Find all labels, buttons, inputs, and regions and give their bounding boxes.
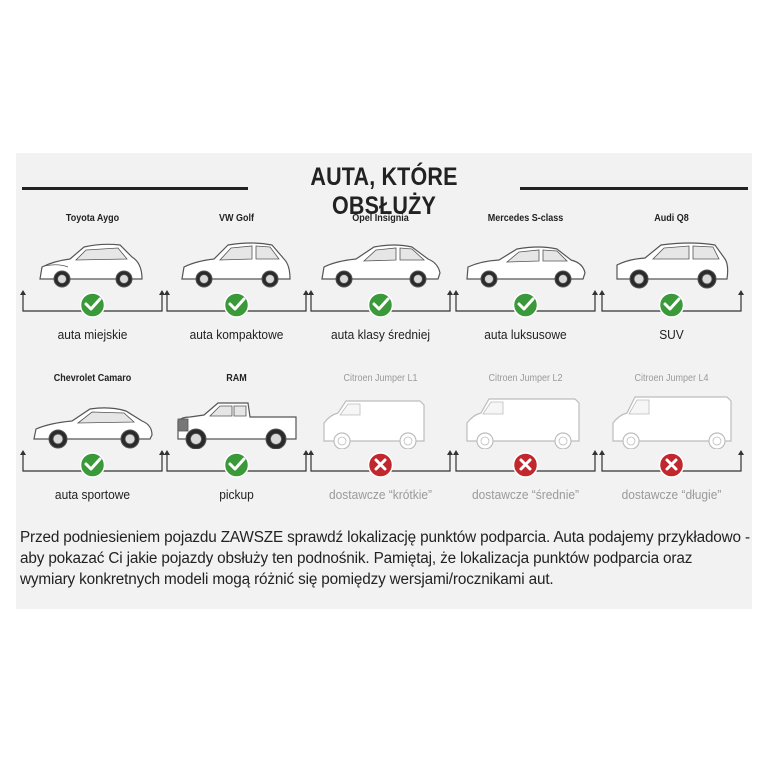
vehicle-illustration-icon (466, 246, 586, 288)
vehicle-name: Toyota Aygo (65, 213, 120, 224)
vehicle-category: auta sportowe (54, 487, 131, 502)
support-indicator (599, 285, 744, 321)
vehicle-image (465, 393, 586, 450)
vehicle-card: Citroen Jumper L1 dostawcze “krótkie” (308, 367, 453, 517)
vehicle-category: pickup (219, 487, 254, 502)
vehicle-illustration-icon (321, 244, 441, 288)
cross-icon (665, 458, 678, 471)
vehicle-name: Opel Insignia (352, 213, 409, 224)
vehicle-illustration-icon (33, 407, 153, 449)
vehicle-card: Audi Q8 SUV (599, 207, 744, 357)
vehicle-image (320, 393, 441, 450)
check-icon (84, 297, 102, 311)
vehicle-card: Citroen Jumper L2 dostawcze “średnie” (453, 367, 598, 517)
vehicle-category: dostawcze “krótkie” (328, 487, 433, 502)
vehicle-card: Citroen Jumper L4 dostawcze “długie” (599, 367, 744, 517)
vehicle-category: dostawcze “średnie” (471, 487, 580, 502)
vehicle-name: Citroen Jumper L1 (343, 373, 418, 384)
cross-icon (519, 458, 532, 471)
check-icon (372, 297, 390, 311)
vehicle-name: VW Golf (218, 213, 254, 224)
vehicle-image (611, 233, 732, 289)
section-header: AUTA, KTÓRE OBSŁUŻY (16, 163, 752, 220)
header-rule-left (22, 187, 248, 190)
status-badge (367, 292, 394, 318)
vehicle-illustration-icon (39, 243, 143, 288)
check-icon (228, 457, 246, 471)
vehicle-image (320, 233, 441, 289)
vehicle-card: Toyota Aygo auta miejskie (20, 207, 165, 357)
vehicle-name: Audi Q8 (654, 213, 689, 224)
vehicle-name: RAM (226, 373, 247, 384)
vehicle-name: Chevrolet Camaro (53, 373, 132, 384)
vehicle-image (176, 233, 297, 289)
vehicle-name: Citroen Jumper L2 (488, 373, 563, 384)
vehicle-illustration-icon (323, 400, 425, 450)
vehicle-card: Chevrolet Camaro auta sportowe (20, 367, 165, 517)
vehicle-row-1: Toyota Aygo auta miejskie VW Golf (16, 207, 752, 357)
vehicle-category: SUV (659, 327, 684, 342)
vehicle-illustration-icon (181, 242, 291, 288)
status-badge (223, 292, 250, 318)
support-indicator (308, 445, 453, 481)
check-icon (84, 457, 102, 471)
vehicle-image (611, 393, 732, 450)
check-icon (517, 297, 535, 311)
check-icon (228, 297, 246, 311)
cross-icon (374, 458, 387, 471)
vehicle-name: Citroen Jumper L4 (634, 373, 709, 384)
vehicle-illustration-icon (612, 396, 732, 450)
support-indicator (164, 445, 309, 481)
section-title: AUTA, KTÓRE OBSŁUŻY (310, 163, 458, 220)
vehicle-image (176, 393, 297, 450)
vehicle-image (32, 393, 153, 449)
support-indicator (308, 285, 453, 321)
vehicle-card: RAM pickup (164, 367, 309, 517)
vehicle-row-2: Chevrolet Camaro auta sportowe RAM (16, 367, 752, 517)
vehicle-category: dostawcze “długie” (621, 487, 722, 502)
vehicle-illustration-icon (177, 402, 297, 450)
compatibility-panel: AUTA, KTÓRE OBSŁUŻY Toyota Aygo auta mie… (16, 153, 752, 609)
vehicle-category: auta klasy średniej (330, 327, 431, 342)
vehicle-card: Opel Insignia auta klasy średniej (308, 207, 453, 357)
vehicle-card: VW Golf auta kompaktowe (164, 207, 309, 357)
vehicle-category: auta luksusowe (484, 327, 567, 342)
support-indicator (453, 445, 598, 481)
status-badge (79, 452, 106, 478)
status-badge (512, 292, 539, 318)
support-indicator (20, 445, 165, 481)
vehicle-category: auta miejskie (57, 327, 128, 342)
disclaimer-text: Przed podniesieniem pojazdu ZAWSZE spraw… (20, 529, 750, 588)
vehicle-name: Mercedes S-class (487, 213, 564, 224)
check-icon (663, 297, 681, 311)
status-badge (79, 292, 106, 318)
status-badge (658, 292, 685, 318)
header-rule-right (520, 187, 748, 190)
status-badge (223, 452, 250, 478)
support-indicator (20, 285, 165, 321)
support-indicator (599, 445, 744, 481)
vehicle-illustration-icon (616, 242, 729, 289)
vehicle-image (465, 233, 586, 289)
vehicle-illustration-icon (466, 398, 580, 450)
vehicle-category: auta kompaktowe (189, 327, 284, 342)
support-indicator (453, 285, 598, 321)
vehicle-card: Mercedes S-class auta luksusowe (453, 207, 598, 357)
support-indicator (164, 285, 309, 321)
vehicle-image (32, 233, 153, 289)
